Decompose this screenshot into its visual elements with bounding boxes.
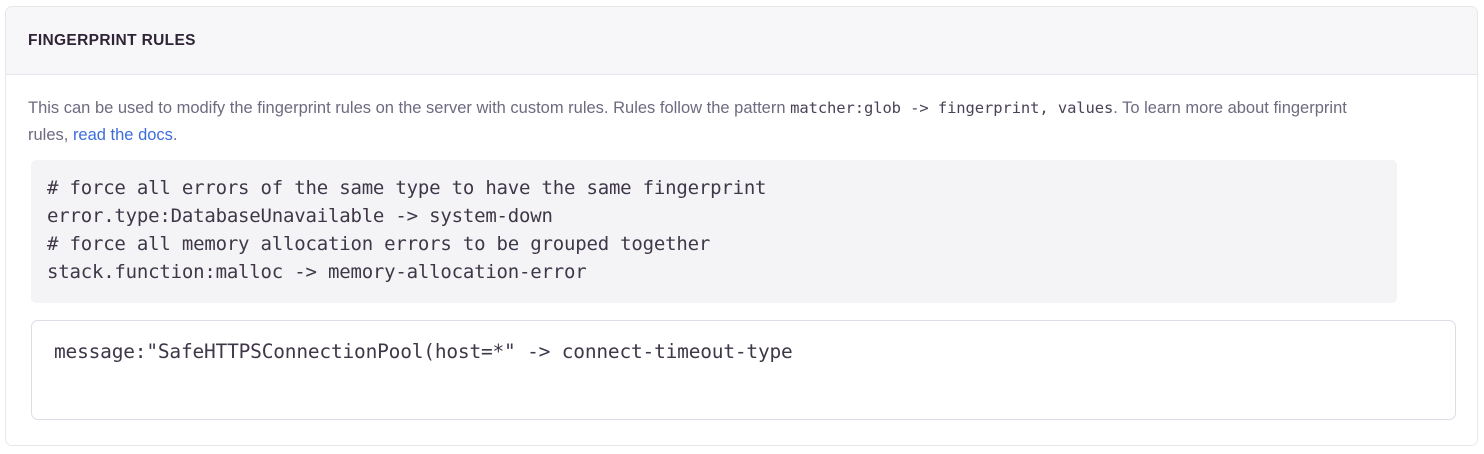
description-part-2: . To learn more about fingerprint rules, [28,99,1347,144]
description-part-1: This can be used to modify the fingerpri… [28,99,791,117]
description-text: This can be used to modify the fingerpri… [28,95,1388,148]
panel-header: FINGERPRINT RULES [6,7,1477,75]
fingerprint-rules-input[interactable] [31,320,1456,421]
fingerprint-rules-panel: FINGERPRINT RULES This can be used to mo… [5,6,1478,446]
description-part-3: . [172,125,178,144]
read-the-docs-link[interactable]: read the docs [72,125,173,144]
panel-body: This can be used to modify the fingerpri… [6,75,1477,421]
inline-code-pattern: matcher:glob -> fingerprint, values [790,99,1114,117]
example-rules-code-block: # force all errors of the same type to h… [31,160,1397,304]
page-title: FINGERPRINT RULES [28,31,196,49]
